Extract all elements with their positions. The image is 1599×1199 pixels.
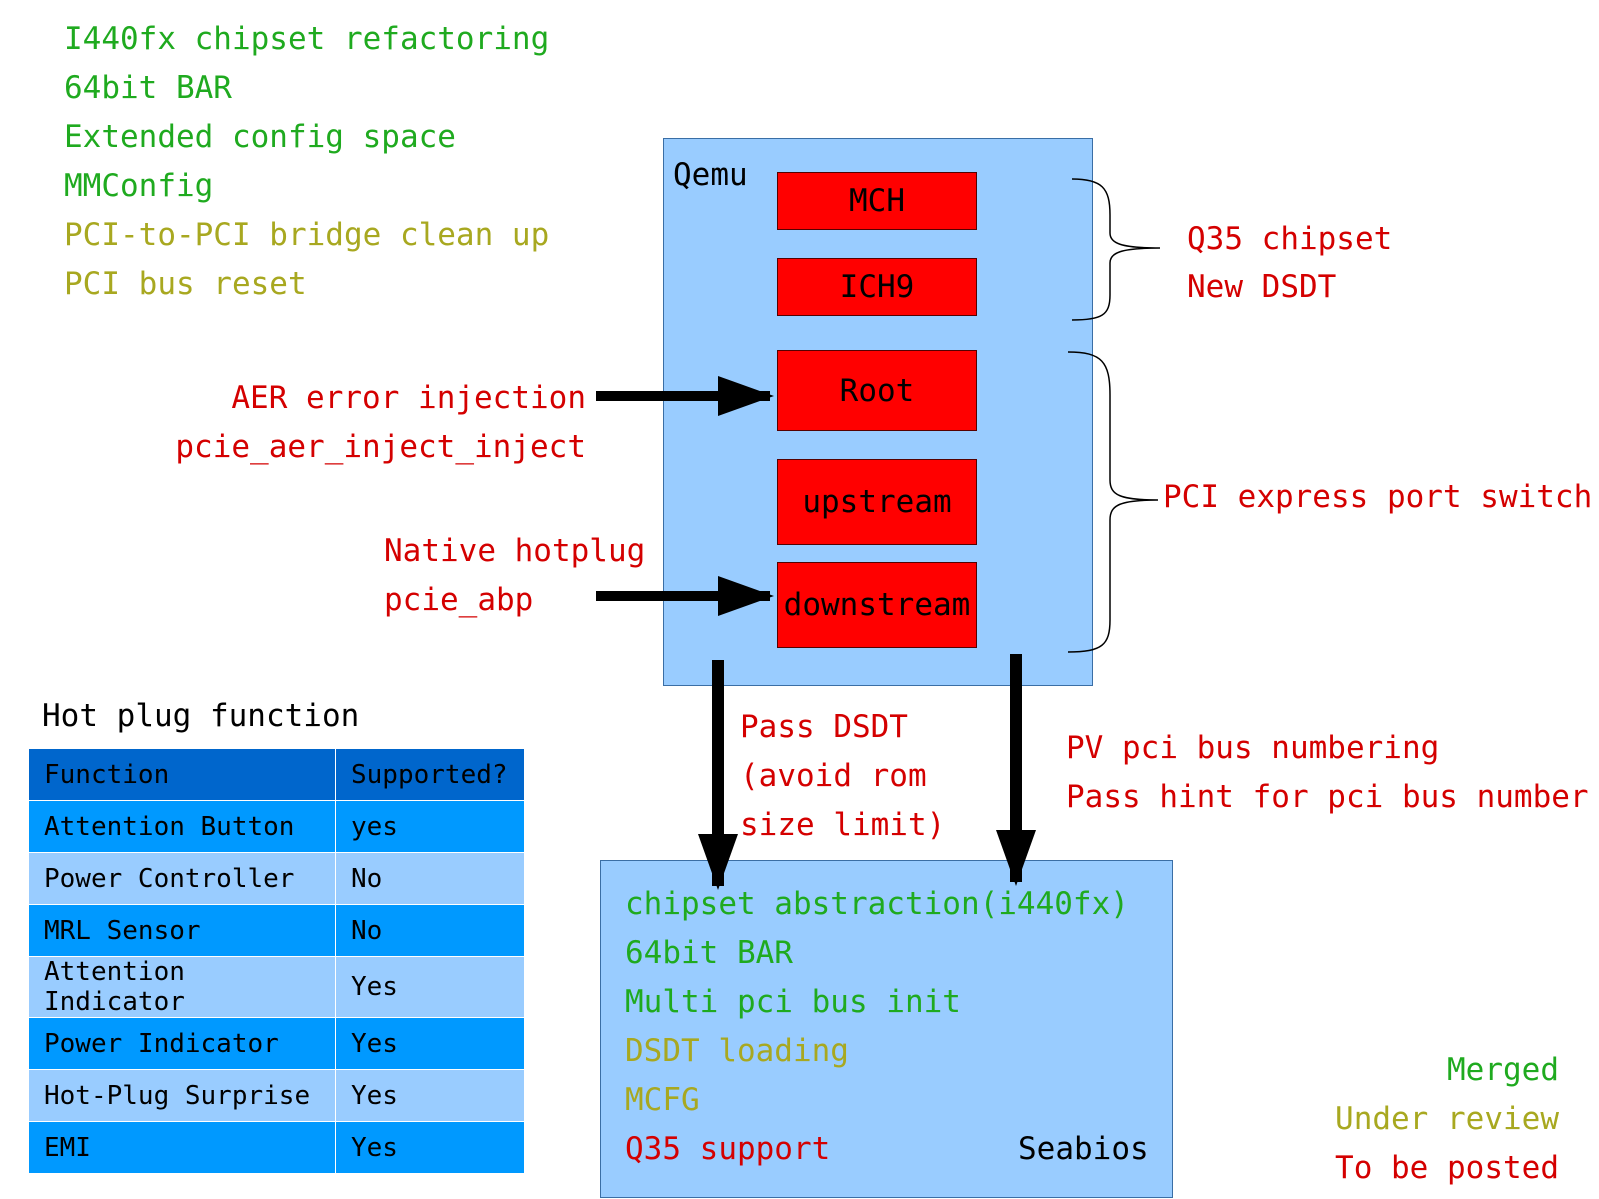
block-upstream: upstream [777,459,977,545]
block-ich9: ICH9 [777,258,977,316]
brace-label-q35-chipset: Q35 chipset [1187,221,1393,257]
top-item-bus-reset: PCI bus reset [64,266,307,302]
table-row: Attention Button yes [28,800,525,853]
seabios-item-q35-support: Q35 support [625,1131,831,1167]
chipset-brace [1071,178,1161,321]
brace-label-port-switch: PCI express port switch [1163,479,1593,515]
seabios-item-chipset-abstraction: chipset abstraction(i440fx) [625,886,1129,922]
seabios-item-64bit-bar: 64bit BAR [625,935,793,971]
block-root: Root [777,350,977,431]
table-row: Hot-Plug Surprise Yes [28,1069,525,1122]
table-header-row: Function Supported? [28,748,525,801]
table-cell-supported: Yes [335,956,525,1018]
pass-dsdt-note-1: (avoid rom [740,758,927,794]
top-item-chipset-refactoring: I440fx chipset refactoring [64,21,550,57]
seabios-item-mcfg: MCFG [625,1082,700,1118]
table-cell-supported: Yes [335,1121,525,1174]
hotplug-table: Function Supported? Attention Button yes… [28,748,525,1174]
seabios-label: Seabios [1018,1131,1149,1167]
legend-to-be-posted: To be posted [1335,1150,1559,1186]
block-downstream: downstream [777,562,977,648]
block-mch: MCH [777,172,977,230]
table-cell-supported: Yes [335,1017,525,1070]
table-cell-function: Attention Indicator [28,956,336,1018]
aer-function-label: pcie_aer_inject_inject [175,429,586,465]
seabios-item-multi-pci: Multi pci bus init [625,984,961,1020]
table-header-function: Function [28,748,336,801]
table-cell-function: EMI [28,1121,336,1174]
table-cell-supported: Yes [335,1069,525,1122]
table-row: Power Controller No [28,852,525,905]
table-cell-supported: No [335,904,525,957]
top-item-mmconfig: MMConfig [64,168,214,204]
legend-under-review: Under review [1335,1101,1559,1137]
pass-dsdt-label: Pass DSDT [740,709,908,745]
table-row: Attention Indicator Yes [28,956,525,1018]
pass-dsdt-note-2: size limit) [740,807,946,843]
legend-merged: Merged [1447,1052,1559,1088]
table-cell-supported: No [335,852,525,905]
table-cell-supported: yes [335,800,525,853]
brace-label-new-dsdt: New DSDT [1187,269,1337,305]
pv-pci-hint-label: Pass hint for pci bus number [1066,779,1589,815]
table-cell-function: MRL Sensor [28,904,336,957]
hotplug-function-label: pcie_abp [384,582,534,618]
table-cell-function: Attention Button [28,800,336,853]
top-item-64bit-bar: 64bit BAR [64,70,232,106]
table-header-supported: Supported? [335,748,525,801]
top-item-extended-config: Extended config space [64,119,456,155]
qemu-label: Qemu [673,157,748,193]
table-row: MRL Sensor No [28,904,525,957]
hotplug-label: Native hotplug [384,533,646,569]
top-item-bridge-cleanup: PCI-to-PCI bridge clean up [64,217,550,253]
aer-label: AER error injection [231,380,586,416]
table-cell-function: Power Indicator [28,1017,336,1070]
table-title: Hot plug function [42,698,360,734]
pv-pci-label: PV pci bus numbering [1066,730,1440,766]
switch-brace [1067,351,1159,653]
table-row: EMI Yes [28,1121,525,1174]
seabios-box [600,860,1173,1198]
table-cell-function: Power Controller [28,852,336,905]
table-row: Power Indicator Yes [28,1017,525,1070]
seabios-item-dsdt-loading: DSDT loading [625,1033,849,1069]
table-cell-function: Hot-Plug Surprise [28,1069,336,1122]
